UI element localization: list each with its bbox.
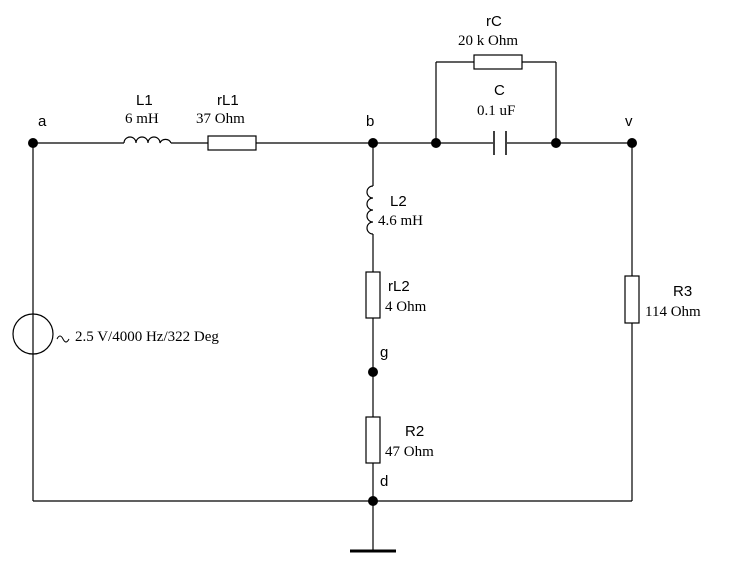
- resistor-rC: [473, 54, 523, 70]
- resistor-R2: [365, 416, 381, 464]
- label-C-name: C: [494, 82, 505, 99]
- label-rL1-name: rL1: [217, 92, 239, 109]
- node-dot-c-right: [551, 138, 561, 148]
- label-L2-value: 4.6 mH: [378, 213, 423, 229]
- label-rC-value: 20 k Ohm: [458, 33, 518, 49]
- label-C-value: 0.1 uF: [477, 103, 515, 119]
- node-label-g: g: [380, 344, 388, 361]
- label-R2-value: 47 Ohm: [385, 444, 434, 460]
- resistor-rL2: [365, 271, 381, 319]
- resistor-R3: [624, 275, 640, 324]
- node-label-b: b: [366, 113, 374, 130]
- resistor-rL1: [207, 135, 257, 151]
- junctions: [28, 138, 637, 506]
- sine-wave-icon: [56, 335, 70, 343]
- inductor-L1: [123, 136, 172, 144]
- node-dot-a: [28, 138, 38, 148]
- label-L1-name: L1: [136, 92, 153, 109]
- label-R3-name: R3: [673, 283, 692, 300]
- node-dot-g: [368, 367, 378, 377]
- label-source-value: 2.5 V/4000 Hz/322 Deg: [75, 329, 219, 345]
- node-label-v: v: [625, 113, 633, 130]
- node-label-a: a: [38, 113, 47, 130]
- label-rL2-value: 4 Ohm: [385, 299, 427, 315]
- inductor-L2: [366, 185, 374, 235]
- ac-voltage-source: [12, 313, 70, 355]
- label-R2-name: R2: [405, 423, 424, 440]
- wires: [32, 61, 633, 550]
- label-rC-name: rC: [486, 13, 502, 30]
- node-label-d: d: [380, 473, 388, 490]
- node-dot-v: [627, 138, 637, 148]
- label-L1-value: 6 mH: [125, 111, 159, 127]
- label-L2-name: L2: [390, 193, 407, 210]
- label-rL1-value: 37 Ohm: [196, 111, 245, 127]
- label-rL2-name: rL2: [388, 278, 410, 295]
- node-dot-d: [368, 496, 378, 506]
- label-R3-value: 114 Ohm: [645, 304, 701, 320]
- capacitor-C: [493, 131, 507, 155]
- node-dot-c-left: [431, 138, 441, 148]
- node-dot-b: [368, 138, 378, 148]
